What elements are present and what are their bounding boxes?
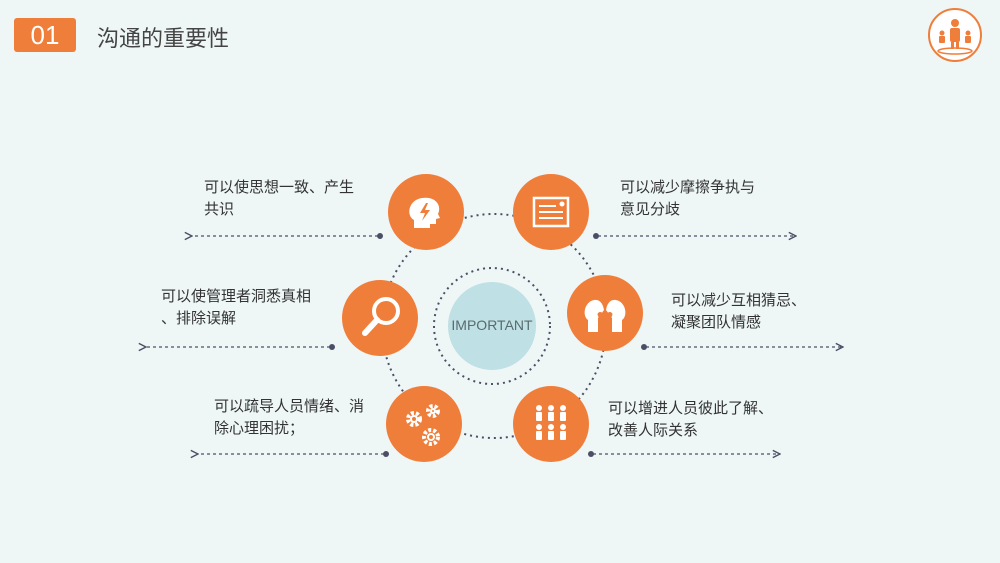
- item-text-2: 可以减少摩擦争执与 意见分歧: [620, 176, 755, 220]
- item-text-4-line2: 凝聚团队情感: [671, 313, 762, 331]
- item-text-2-line2: 意见分歧: [620, 200, 681, 218]
- section-number-badge: 01: [14, 18, 76, 52]
- item-text-4-line1: 可以减少互相猜忌、: [671, 291, 807, 309]
- inner-ring: [433, 267, 551, 385]
- gears-icon: [406, 404, 440, 446]
- person-podium-icon: [937, 19, 973, 55]
- connector-line-3: [146, 344, 335, 350]
- item-text-1-line2: 共识: [204, 200, 235, 218]
- item-text-4: 可以减少互相猜忌、 凝聚团队情感: [671, 289, 806, 333]
- logo: [928, 8, 982, 62]
- item-text-6-line2: 改善人际关系: [608, 421, 699, 439]
- center-label: IMPORTANT: [451, 317, 533, 333]
- connector-line-6: [588, 451, 780, 457]
- item-text-3: 可以使管理者洞悉真相 、排除误解: [161, 285, 311, 329]
- center-circle: [448, 282, 536, 370]
- people-group-icon: [536, 405, 566, 440]
- item-text-5-line2: 除心理困扰；: [214, 419, 305, 437]
- magnifier-icon: [362, 297, 400, 336]
- brain-lightning-icon: [409, 197, 440, 228]
- connector-line-2: [593, 233, 796, 239]
- item-text-5-line1: 可以疏导人员情绪、消: [214, 397, 365, 415]
- item-text-3-line2: 、排除误解: [161, 309, 237, 327]
- node-4: [567, 275, 643, 351]
- item-text-2-line1: 可以减少摩擦争执与: [620, 178, 756, 196]
- node-6: [513, 386, 589, 462]
- node-3: [342, 280, 418, 356]
- node-2: [513, 174, 589, 250]
- item-text-6: 可以增进人员彼此了解、 改善人际关系: [608, 397, 773, 441]
- connector-line-5: [198, 451, 389, 457]
- two-heads-icon: [584, 299, 626, 332]
- item-text-1-line1: 可以使思想一致、产生: [204, 178, 355, 196]
- node-1: [388, 174, 464, 250]
- item-text-3-line1: 可以使管理者洞悉真相: [161, 287, 312, 305]
- connector-line-4: [641, 344, 843, 350]
- document-icon: [532, 196, 570, 228]
- node-5: [386, 386, 462, 462]
- item-text-6-line1: 可以增进人员彼此了解、: [608, 399, 774, 417]
- item-text-5: 可以疏导人员情绪、消 除心理困扰；: [214, 395, 364, 439]
- page-title: 沟通的重要性: [97, 27, 230, 52]
- item-text-1: 可以使思想一致、产生 共识: [204, 176, 354, 220]
- connector-line-1: [192, 233, 383, 239]
